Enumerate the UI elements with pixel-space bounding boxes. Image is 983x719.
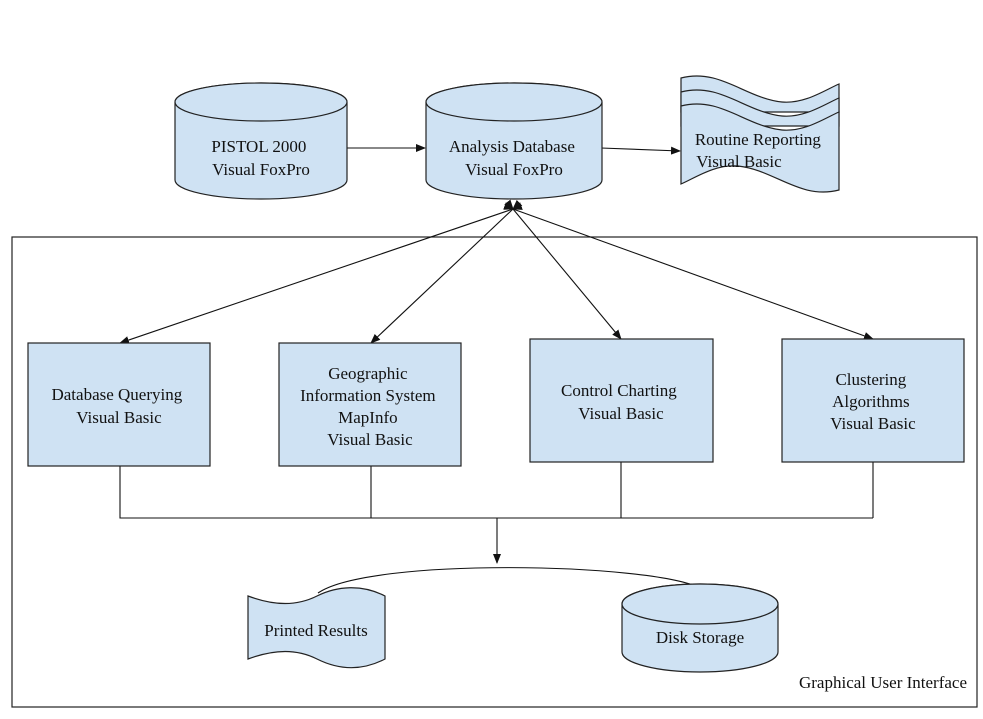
svg-text:Control Charting Visual: Control Charting Visual Basic [561, 381, 681, 423]
node-gis-line-4: Visual Basic [327, 430, 413, 449]
svg-text:Database Querying Visual: Database Querying Visual Basic [51, 385, 186, 427]
node-control-charting: Control Charting Visual Basic [529, 338, 714, 463]
edges [119, 144, 874, 594]
svg-text:Printed Results: Printed Results [264, 621, 367, 640]
node-gis-line-2: Information System [300, 386, 436, 405]
node-pistol-line-1: PISTOL 2000 [211, 137, 306, 156]
node-printed-results: Printed Results [247, 587, 386, 669]
svg-text:Disk Storage: Disk Storage [656, 628, 744, 647]
node-clustering: Clustering Algorithms Visual Basic [781, 338, 965, 463]
edge-modules-bus [119, 462, 874, 519]
svg-text:Analysis Database Visual: Analysis Database Visual FoxPro [449, 137, 579, 179]
svg-text:PISTOL 2000 Visual FoxPr: PISTOL 2000 Visual FoxPro [211, 137, 310, 179]
edge-analysis-clustering [503, 202, 874, 340]
node-analysis-database: Analysis Database Visual FoxPro [425, 82, 603, 200]
node-dbq-line-2: Visual Basic [76, 408, 162, 427]
edge-analysis-db-querying [119, 202, 523, 344]
node-disk-storage: Disk Storage [621, 583, 779, 673]
node-cc-line-1: Control Charting [561, 381, 677, 400]
node-gis-line-3: MapInfo [338, 408, 397, 427]
node-pistol-line-2: Visual FoxPro [212, 160, 310, 179]
edge-analysis-gis [370, 199, 523, 344]
node-gis-line-1: Geographic [328, 364, 408, 383]
svg-text:Routine Reporting Visual: Routine Reporting Visual Basic [695, 130, 825, 171]
node-database-querying: Database Querying Visual Basic [27, 342, 211, 467]
node-dbq-line-1: Database Querying [51, 385, 182, 404]
gui-container: Graphical User Interface [11, 236, 978, 708]
node-routine-line-2: Visual Basic [696, 152, 782, 171]
node-analysis-line-2: Visual FoxPro [465, 160, 563, 179]
node-analysis-line-1: Analysis Database [449, 137, 575, 156]
svg-text:Geographic Information S: Geographic Information System MapInfo Vi… [300, 364, 440, 449]
edge-analysis-routine-reporting [600, 146, 681, 155]
node-cc-line-2: Visual Basic [578, 404, 664, 423]
node-clustering-line-1: Clustering [835, 370, 906, 389]
node-gis: Geographic Information System MapInfo Vi… [278, 342, 462, 467]
node-printed-line-1: Printed Results [264, 621, 367, 640]
node-routine-line-1: Routine Reporting [695, 130, 822, 149]
node-clustering-line-3: Visual Basic [830, 414, 916, 433]
node-routine-reporting: Routine Reporting Visual Basic [680, 75, 840, 193]
svg-text:Clustering Algorithms: Clustering Algorithms Visual Basic [830, 370, 916, 433]
node-clustering-line-2: Algorithms [832, 392, 909, 411]
gui-container-label: Graphical User Interface [799, 673, 967, 692]
node-pistol: PISTOL 2000 Visual FoxPro [174, 82, 348, 200]
edge-printed-disk-curve [317, 567, 701, 594]
node-disk-line-1: Disk Storage [656, 628, 744, 647]
